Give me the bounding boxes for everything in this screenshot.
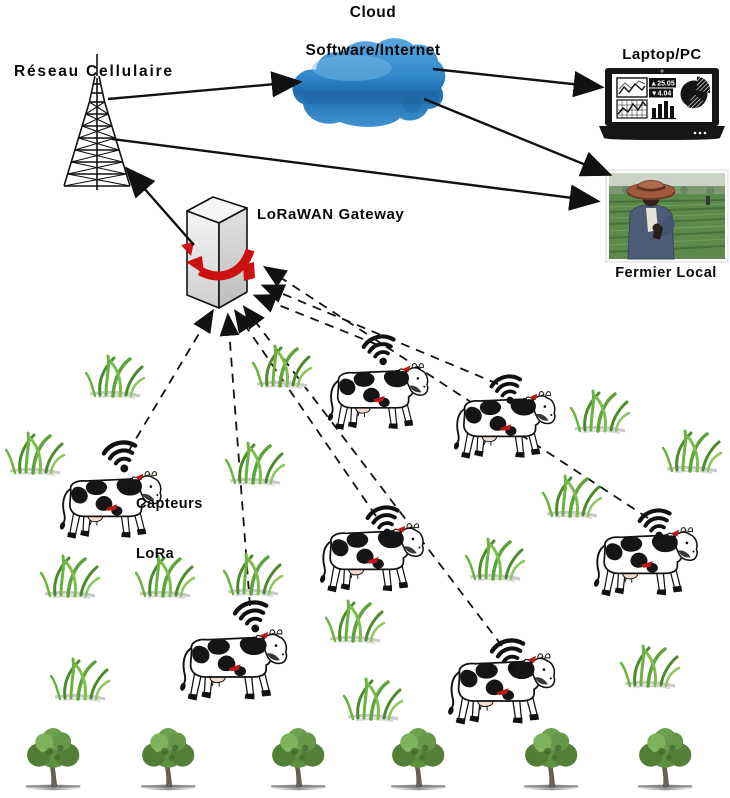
tree-row <box>22 727 696 792</box>
cow-with-lora-sensor-2 <box>326 362 429 431</box>
gateway-red-ribbon-arrow <box>181 242 255 281</box>
cloud-label: Cloud Software/Internet <box>287 3 459 60</box>
gateway-server-icon <box>181 196 255 309</box>
tree-icon <box>634 727 696 792</box>
lora-sensors-label: Capteurs LoRa <box>136 492 203 567</box>
arrow-cloud-to-laptop <box>432 67 605 98</box>
cloud-label-line1: Cloud <box>349 4 397 21</box>
laptop-value-labels: ▲25.05 ▼4.04 <box>649 78 676 98</box>
arrow-cloud-to-farmer <box>423 97 613 177</box>
arrow-tower-to-farmer <box>111 137 601 211</box>
tree-icon <box>387 727 449 792</box>
farmer-figure <box>626 180 676 260</box>
cloud-label-line2: Software/Internet <box>305 42 441 59</box>
tree-icon <box>520 727 582 792</box>
grass-tuft-icon <box>4 431 66 477</box>
cell-tower-icon <box>63 54 131 190</box>
tree-icon <box>22 727 84 792</box>
wifi-signal-icon <box>102 439 141 476</box>
laptop-bar-chart <box>651 101 676 120</box>
wifi-signal-icon <box>233 599 272 636</box>
laptop-value-down: ▼4.04 <box>651 91 672 98</box>
laptop-label: Laptop/PC <box>622 46 702 63</box>
gateway-label: LoRaWAN Gateway <box>257 206 405 223</box>
laptop-line-chart <box>616 77 648 98</box>
local-farmer-label: Fermier Local <box>615 265 717 281</box>
laptop-pie-chart <box>680 76 711 109</box>
farmer-photo <box>605 169 729 263</box>
cow-with-lora-sensor-3 <box>452 390 556 460</box>
cloud-icon <box>292 38 446 127</box>
grass-tuft-icon <box>39 554 101 600</box>
lora-sensors-label-line1: Capteurs <box>136 496 203 512</box>
link-cow5-gateway <box>262 266 649 519</box>
tree-icon <box>137 727 199 792</box>
cow-with-lora-sensor-4 <box>318 522 425 594</box>
cow-with-lora-sensor-5 <box>592 526 699 598</box>
lora-sensors-label-line2: LoRa <box>136 546 175 562</box>
grass-tuft-icon <box>222 552 284 598</box>
link-cow3-gateway <box>260 284 499 385</box>
laptop-grid-chart <box>616 99 648 119</box>
grass-tuft-icon <box>342 677 404 723</box>
grass-tuft-icon <box>224 441 286 487</box>
cow-with-lora-sensor-6 <box>178 628 288 702</box>
grass-tuft-icon <box>49 657 111 703</box>
link-cow7-gateway <box>242 305 503 647</box>
grass-tuft-icon <box>324 599 386 645</box>
laptop-value-up: ▲25.05 <box>650 81 675 88</box>
arrow-gateway-to-tower <box>124 166 195 246</box>
arrow-tower-to-cloud <box>107 71 303 101</box>
cow-with-lora-sensor-7 <box>446 652 556 726</box>
grass-tuft-icon <box>464 537 526 583</box>
grass-tuft-icon <box>251 344 313 390</box>
grass-tuft-icon <box>661 429 723 475</box>
cellular-network-label: Réseau Cellulaire <box>14 63 174 80</box>
grass-tuft-icon <box>569 389 631 435</box>
link-cow1-gateway <box>127 308 214 453</box>
grass-tuft-icon <box>84 354 146 400</box>
laptop-icon: ▲25.05 ▼4.04 <box>599 68 725 140</box>
solid-arrows <box>107 67 613 246</box>
grass-tuft-icon <box>619 644 681 690</box>
link-cow2-gateway <box>252 294 379 346</box>
tree-icon <box>267 727 329 792</box>
